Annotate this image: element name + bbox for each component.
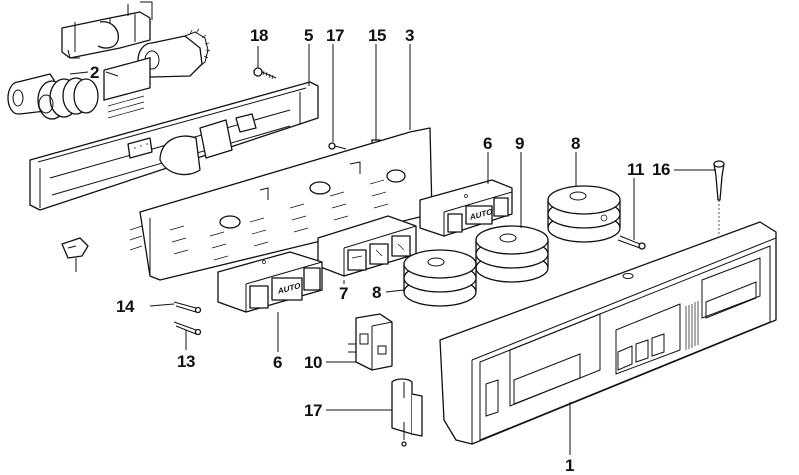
callout-1: 1 xyxy=(565,456,574,475)
callout-8-lower: 8 xyxy=(372,283,381,302)
callout-6-lower: 6 xyxy=(273,353,282,372)
defroster-switch xyxy=(348,313,393,371)
screw-small xyxy=(328,142,347,150)
callout-8-upper: 8 xyxy=(571,134,580,153)
callout-15: 16 xyxy=(652,160,670,179)
callout-12: 13 xyxy=(177,352,195,371)
rotary-knob-upper xyxy=(547,185,621,243)
control-panel-housing xyxy=(439,221,777,445)
callout-6-upper: 6 xyxy=(483,134,492,153)
rotary-knob-lower xyxy=(403,249,477,307)
callout-14: 15 xyxy=(368,26,386,45)
callout-18: 18 xyxy=(250,26,268,45)
auto-switch-upper xyxy=(419,179,513,237)
servo-motor-bracket xyxy=(61,1,153,59)
circuit-board xyxy=(129,127,433,281)
light-guide xyxy=(713,160,725,243)
callout-3: 3 xyxy=(405,26,414,45)
callout-11: 11 xyxy=(627,160,644,179)
callout-10: 10 xyxy=(304,353,322,372)
bulb xyxy=(617,235,646,250)
bulb-small-alt xyxy=(173,301,202,314)
connector-clip xyxy=(61,237,89,259)
callout-17: 17 xyxy=(326,26,344,45)
callout-16: 17 xyxy=(304,401,322,420)
rotary-knob-center xyxy=(475,225,549,283)
drum-assembly xyxy=(7,73,99,120)
callout-9: 9 xyxy=(515,134,524,153)
screw xyxy=(253,67,277,80)
mounting-frame xyxy=(29,57,319,211)
leader-lines xyxy=(69,44,716,455)
callout-7: 7 xyxy=(339,284,348,303)
retaining-clip xyxy=(391,378,423,447)
callout-2: 2 xyxy=(90,63,99,82)
auto-switch-lower xyxy=(217,251,323,313)
bulb-small xyxy=(173,321,202,336)
callout-13: 14 xyxy=(116,297,134,316)
callout-5: 5 xyxy=(304,26,313,45)
